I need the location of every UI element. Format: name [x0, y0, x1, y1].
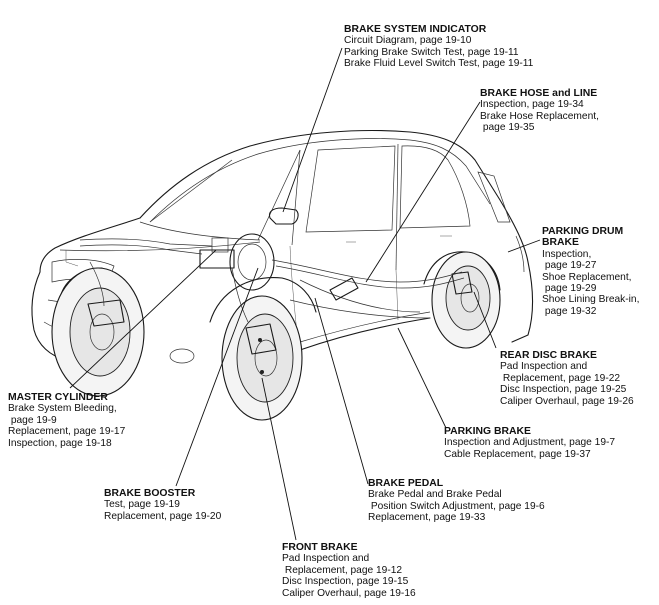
- callout-line: Caliper Overhaul, page 19-16: [282, 587, 416, 599]
- callout-line: Inspection,: [542, 248, 592, 260]
- brake-lines: [65, 238, 465, 323]
- callout-front-brake: FRONT BRAKE Pad Inspection and Replaceme…: [282, 542, 416, 599]
- callout-line: Circuit Diagram, page 19-10: [344, 35, 472, 47]
- callout-title: PARKING BRAKE: [444, 426, 531, 437]
- callout-line: Replacement, page 19-12: [282, 564, 403, 576]
- callout-line: page 19-27: [542, 260, 597, 272]
- callout-line: Pad Inspection and: [500, 361, 588, 373]
- callout-line: Brake System Bleeding,: [8, 403, 117, 415]
- parking-brake-lever: [329, 277, 359, 301]
- callout-title: BRAKE PEDAL: [368, 478, 444, 489]
- callout-brake-booster: BRAKE BOOSTER Test, page 19-19 Replaceme…: [104, 488, 221, 522]
- callout-line: Inspection and Adjustment, page 19-7: [444, 437, 616, 449]
- front-right-wheel: [221, 295, 303, 421]
- rear-right-wheel: [431, 251, 501, 349]
- front-left-wheel: [51, 267, 145, 397]
- callout-line: Pad Inspection and: [282, 553, 370, 565]
- callout-title: BRAKE SYSTEM INDICATOR: [344, 24, 487, 35]
- callout-line: Cable Replacement, page 19-37: [444, 448, 591, 460]
- callout-parking-brake: PARKING BRAKE Inspection and Adjustment,…: [444, 426, 615, 460]
- callout-master-cylinder: MASTER CYLINDER Brake System Bleeding, p…: [8, 392, 125, 449]
- callout-line: Brake Pedal and Brake Pedal: [368, 489, 502, 501]
- callout-title: BRAKE HOSE and LINE: [480, 88, 598, 99]
- callout-title: MASTER CYLINDER: [8, 392, 108, 403]
- callout-line: page 19-35: [480, 122, 535, 134]
- callout-line: Replacement, page 19-17: [8, 426, 126, 438]
- callout-line: Disc Inspection, page 19-25: [500, 384, 627, 396]
- callout-line: Position Switch Adjustment, page 19-6: [368, 500, 545, 512]
- callout-title: PARKING DRUM: [542, 226, 624, 237]
- callout-line: Test, page 19-19: [104, 499, 180, 511]
- callout-rear-disc-brake: REAR DISC BRAKE Pad Inspection and Repla…: [500, 350, 634, 407]
- callout-line: Replacement, page 19-20: [104, 510, 222, 522]
- callout-line: Brake Fluid Level Switch Test, page 19-1…: [344, 58, 534, 70]
- callout-line: page 19-29: [542, 283, 597, 295]
- callout-line: page 19-9: [8, 414, 57, 426]
- callout-parking-drum-brake: PARKING DRUM BRAKE Inspection, page 19-2…: [542, 226, 639, 317]
- callout-line: Parking Brake Switch Test, page 19-11: [344, 46, 519, 58]
- callout-line: Disc Inspection, page 19-15: [282, 576, 409, 588]
- callout-line: Replacement, page 19-22: [500, 372, 621, 384]
- callout-title: BRAKE: [542, 237, 579, 249]
- callout-line: page 19-32: [542, 305, 597, 317]
- callout-line: Inspection, page 19-34: [480, 99, 584, 111]
- callout-title: FRONT BRAKE: [282, 542, 358, 553]
- callout-line: Replacement, page 19-33: [368, 512, 486, 524]
- callout-line: Shoe Replacement,: [542, 271, 632, 283]
- callout-brake-system-indicator: BRAKE SYSTEM INDICATOR Circuit Diagram, …: [344, 24, 533, 70]
- callout-line: Inspection, page 19-18: [8, 437, 112, 449]
- callout-brake-pedal: BRAKE PEDAL Brake Pedal and Brake Pedal …: [368, 478, 545, 524]
- callout-line: Caliper Overhaul, page 19-26: [500, 395, 634, 407]
- brake-booster-assembly: [199, 233, 275, 291]
- leader-lines: [69, 47, 541, 541]
- callout-title: BRAKE BOOSTER: [104, 488, 196, 499]
- callout-title: REAR DISC BRAKE: [500, 350, 597, 361]
- callout-line: Shoe Lining Break-in,: [542, 294, 640, 306]
- callout-brake-hose-and-line: BRAKE HOSE and LINE Inspection, page 19-…: [480, 88, 599, 134]
- callout-line: Brake Hose Replacement,: [480, 110, 599, 122]
